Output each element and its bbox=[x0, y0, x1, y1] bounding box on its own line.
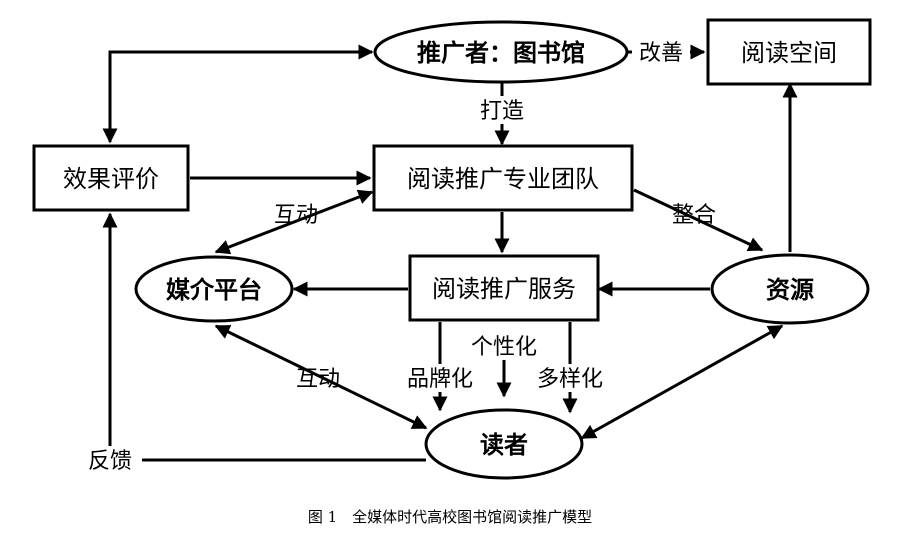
label-pad-diversify bbox=[528, 364, 612, 392]
edge-label-improve: 改善 bbox=[639, 41, 683, 66]
label-pad-feedback bbox=[80, 446, 142, 474]
node-resources-label: 资源 bbox=[766, 276, 814, 304]
edge-integrate bbox=[633, 188, 764, 252]
node-readers-ellipse bbox=[424, 408, 584, 480]
edge-label-build: 打造 bbox=[480, 99, 524, 124]
edge-resources-readers bbox=[580, 324, 784, 440]
node-readers-label: 读者 bbox=[480, 431, 528, 459]
figure-caption: 图 1 全媒体时代高校图书馆阅读推广模型 bbox=[308, 508, 592, 526]
node-media-ellipse bbox=[134, 255, 294, 323]
edge-interact-top bbox=[214, 189, 374, 255]
node-promoter-label: 推广者：图书馆 bbox=[417, 39, 585, 67]
node-media-label: 媒介平台 bbox=[166, 276, 262, 304]
edge-label-branding: 品牌化 bbox=[407, 367, 473, 392]
edge-feedback bbox=[102, 212, 426, 462]
label-pad-improve bbox=[632, 38, 690, 66]
label-pad-build bbox=[470, 96, 534, 124]
label-pad-branding bbox=[398, 364, 482, 392]
node-reading-space-label: 阅读空间 bbox=[741, 39, 837, 67]
node-service-label: 阅读推广服务 bbox=[432, 275, 576, 303]
node-team-box bbox=[372, 144, 634, 212]
node-evaluation-label: 效果评价 bbox=[63, 165, 159, 193]
edge-label-interact-top: 互动 bbox=[274, 203, 318, 228]
node-resources-ellipse bbox=[710, 253, 870, 325]
edge-label-personalize: 个性化 bbox=[471, 335, 537, 360]
edge-promoter-evaluation bbox=[102, 44, 374, 144]
edge-interact-bottom bbox=[214, 324, 428, 430]
node-service-box bbox=[408, 254, 600, 322]
edge-label-feedback: 反馈 bbox=[88, 449, 132, 474]
node-promoter-ellipse bbox=[373, 20, 629, 84]
node-team-label: 阅读推广专业团队 bbox=[407, 165, 599, 193]
edge-label-diversify: 多样化 bbox=[537, 367, 603, 392]
node-evaluation-box bbox=[32, 144, 190, 212]
edge-label-integrate: 整合 bbox=[672, 203, 716, 228]
edge-label-interact-bottom: 互动 bbox=[296, 367, 340, 392]
node-reading-space-box bbox=[706, 18, 872, 86]
